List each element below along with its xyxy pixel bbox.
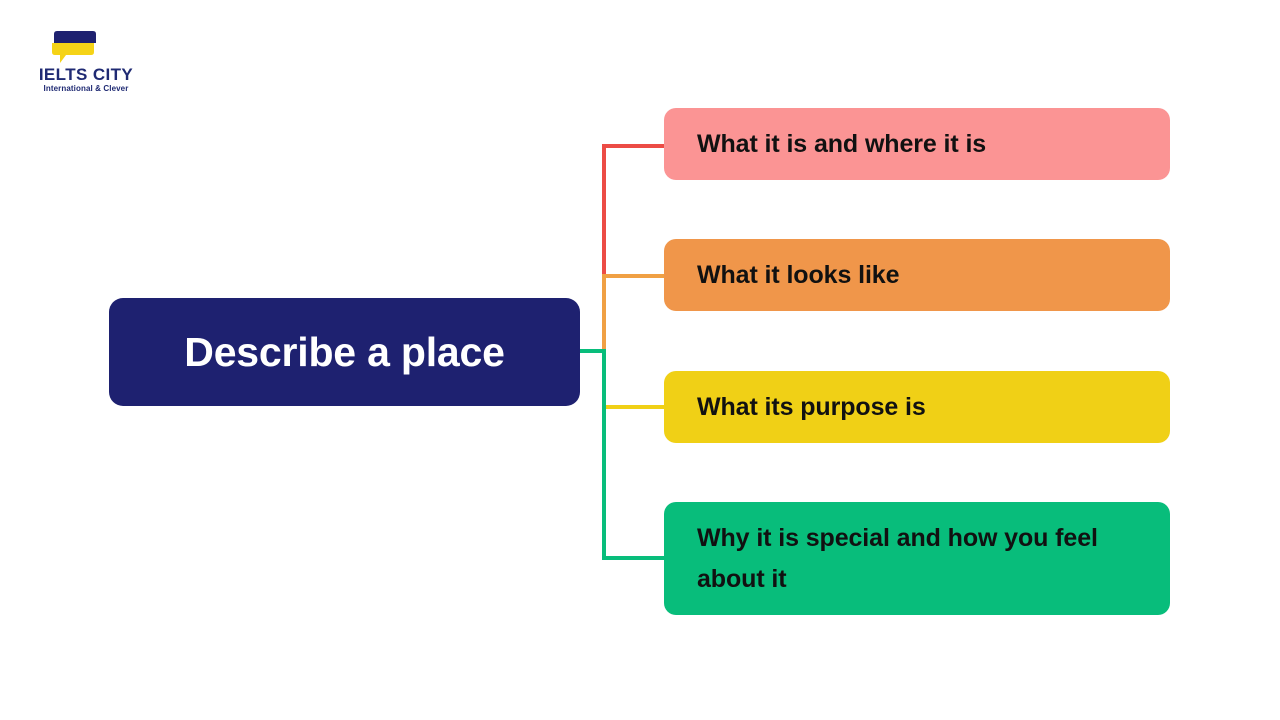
connector-line-1 — [602, 274, 666, 354]
branch-node-label: What its purpose is — [697, 392, 926, 421]
brand-tagline: International & Clever — [43, 84, 129, 93]
branch-node-label: What it looks like — [697, 260, 900, 289]
brand-logo: IELTS CITY International & Clever — [26, 30, 146, 100]
branch-node-label: What it is and where it is — [697, 129, 987, 158]
connector-line-0 — [602, 144, 666, 277]
branch-node-what-it-is[interactable]: What it is and where it is — [664, 108, 1170, 180]
speech-bubble-icon — [52, 31, 96, 63]
root-node[interactable]: Describe a place — [109, 298, 580, 406]
branch-node-what-its-purpose-is[interactable]: What its purpose is — [664, 371, 1170, 443]
branch-node-what-it-looks-like[interactable]: What it looks like — [664, 239, 1170, 311]
brand-name: IELTS CITY — [38, 65, 134, 84]
branch-node-label: Why it is special and how you feel about… — [697, 523, 1098, 593]
connector-line-3 — [578, 349, 666, 560]
branch-node-why-it-is-special[interactable]: Why it is special and how you feel about… — [664, 502, 1170, 615]
root-node-label: Describe a place — [184, 329, 505, 375]
